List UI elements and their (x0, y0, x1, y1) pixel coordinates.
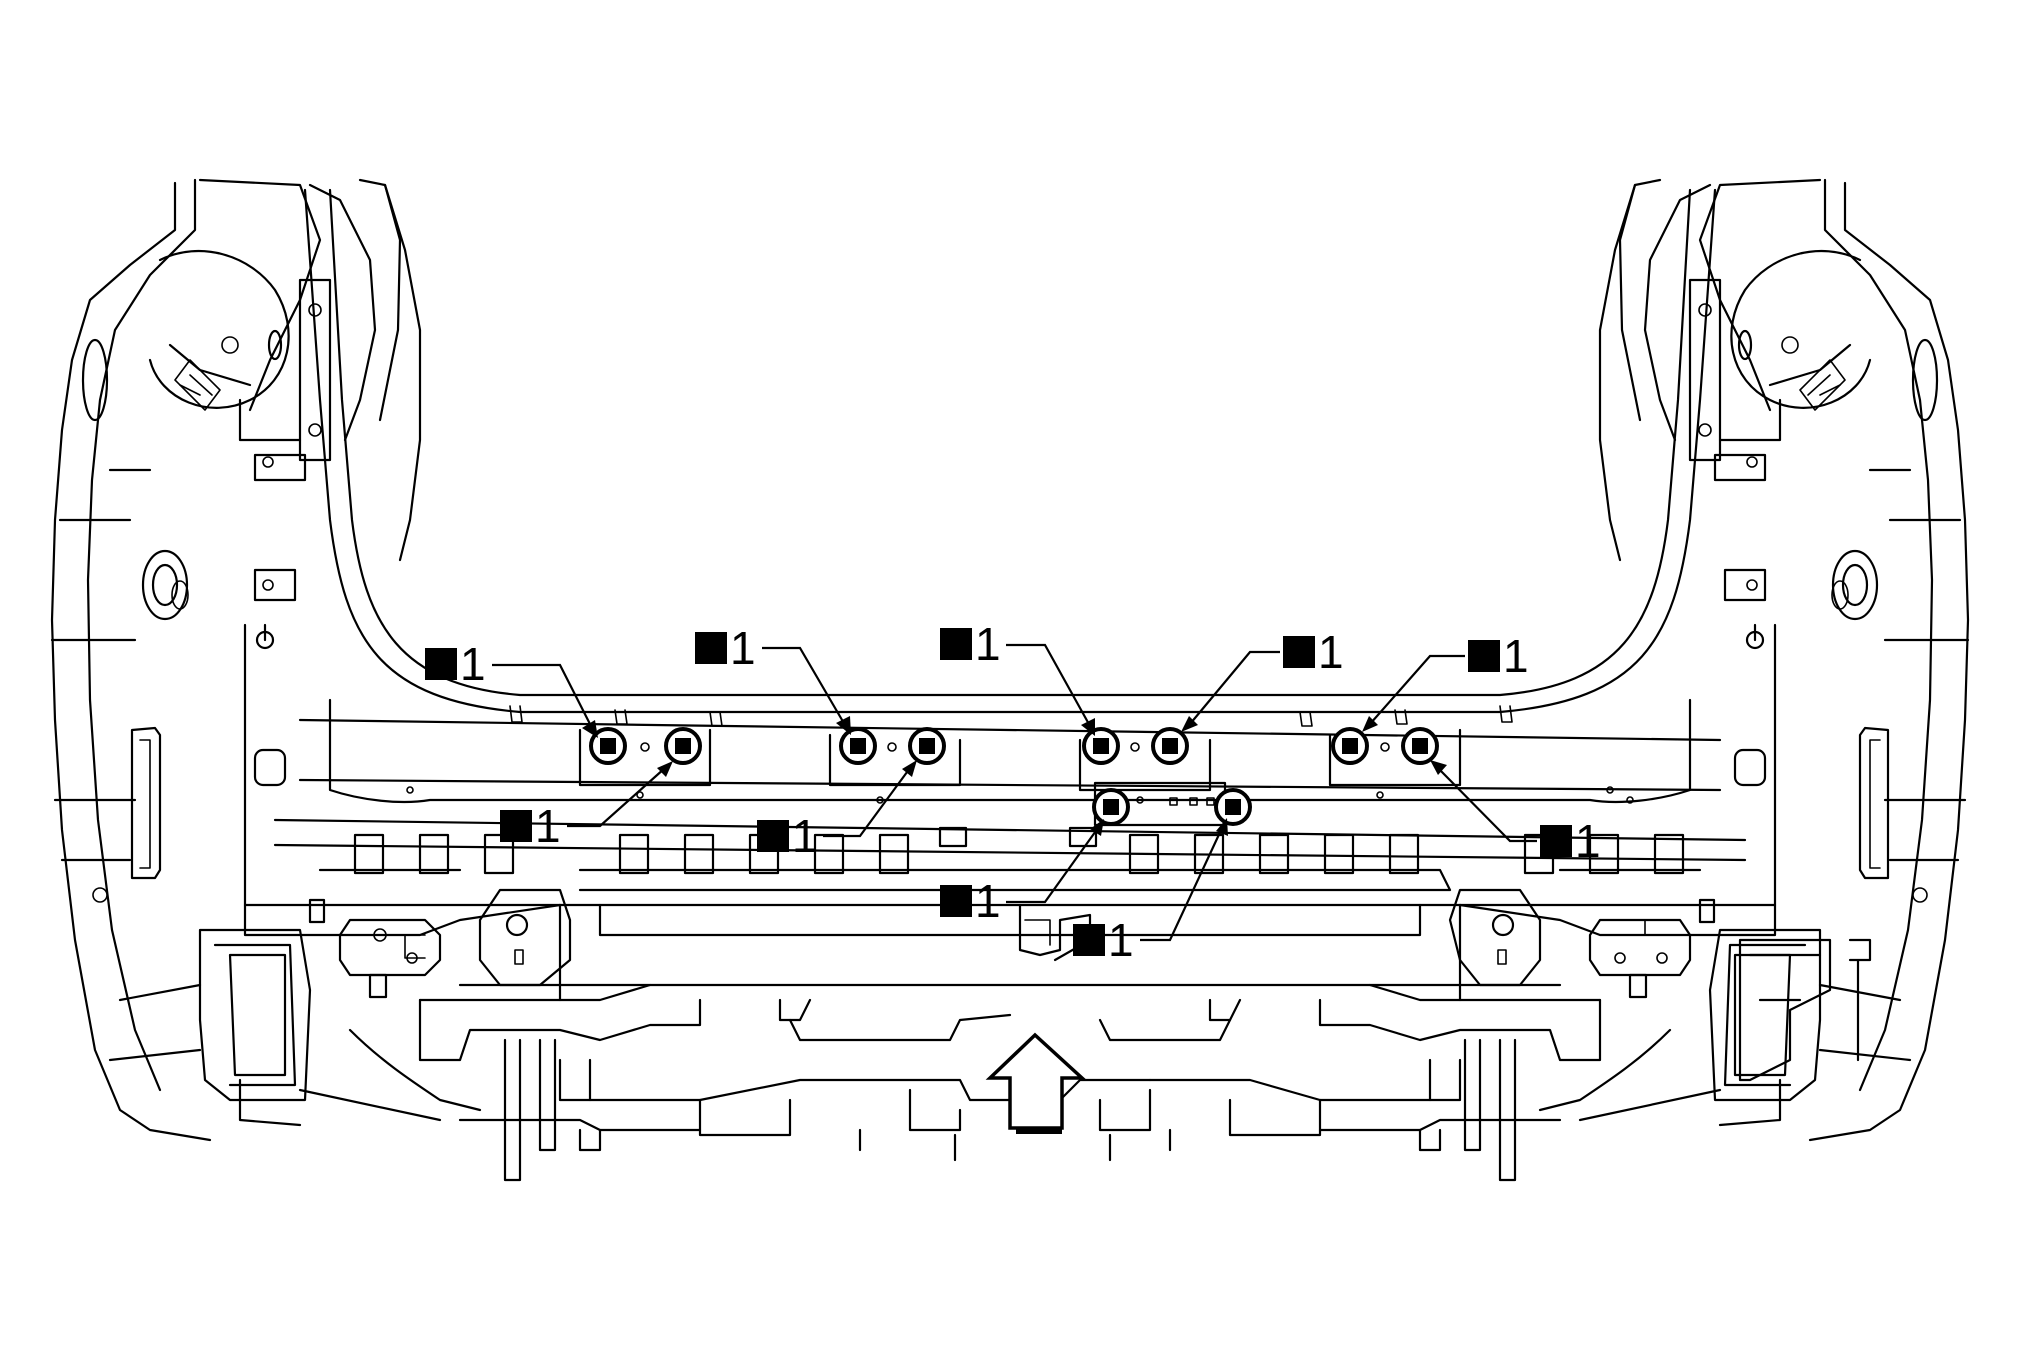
weld-spot-icon (839, 727, 877, 765)
callout-label: 1 (1318, 626, 1344, 678)
beam-dots (406, 786, 1634, 804)
callout-square-icon (1283, 636, 1315, 668)
callout-square-icon (940, 628, 972, 660)
callout-square-icon (940, 885, 972, 917)
callout-label: 1 (460, 638, 486, 690)
callout-6: 1 (500, 761, 673, 852)
callout-square-icon (1540, 825, 1572, 857)
callout-7: 1 (757, 760, 917, 862)
weld-spot-icon (1214, 788, 1252, 826)
callout-label: 1 (535, 800, 561, 852)
callout-square-icon (757, 820, 789, 852)
callout-4: 1 (1181, 626, 1344, 732)
callout-2: 1 (695, 622, 851, 735)
callout-square-icon (1468, 640, 1500, 672)
weld-spot-icon (908, 727, 946, 765)
callout-label: 1 (975, 618, 1001, 670)
lower-crossmember (243, 868, 1777, 1002)
callout-10: 1 (1073, 818, 1228, 966)
callout-1: 1 (425, 638, 598, 738)
weld-spot-icon (1092, 788, 1130, 826)
body-structure (50, 178, 1970, 1182)
callout-label: 1 (1575, 815, 1601, 867)
callout-square-icon (425, 648, 457, 680)
callout-9: 1 (940, 819, 1104, 927)
callout-label: 1 (975, 875, 1001, 927)
callout-8: 1 (1430, 760, 1601, 867)
weld-spot-icon (1331, 727, 1369, 765)
weld-spot-icon (589, 727, 627, 765)
weld-spot-icon (664, 727, 702, 765)
front-direction-arrow-shadow (1016, 1128, 1062, 1134)
callout-label: 1 (730, 622, 756, 674)
weld-spot-icon (1401, 727, 1439, 765)
callout-3: 1 (940, 618, 1095, 736)
callout-square-icon (500, 810, 532, 842)
callout-square-icon (695, 632, 727, 664)
callouts: 1 1 1 1 1 (425, 618, 1601, 966)
callout-square-icon (1073, 924, 1105, 956)
callout-5: 1 (1362, 630, 1529, 732)
weld-spot-icon (1082, 727, 1120, 765)
right-side-panel (1598, 178, 1970, 1142)
lower-hole-row (353, 826, 1685, 875)
left-side-panel (50, 178, 422, 1142)
callout-label: 1 (792, 810, 818, 862)
callout-label: 1 (1503, 630, 1529, 682)
weld-spot-icon (1151, 727, 1189, 765)
weld-spots (589, 727, 1439, 826)
front-direction-arrow-icon (985, 1032, 1087, 1130)
callout-label: 1 (1108, 914, 1134, 966)
underbody (238, 938, 1872, 1182)
